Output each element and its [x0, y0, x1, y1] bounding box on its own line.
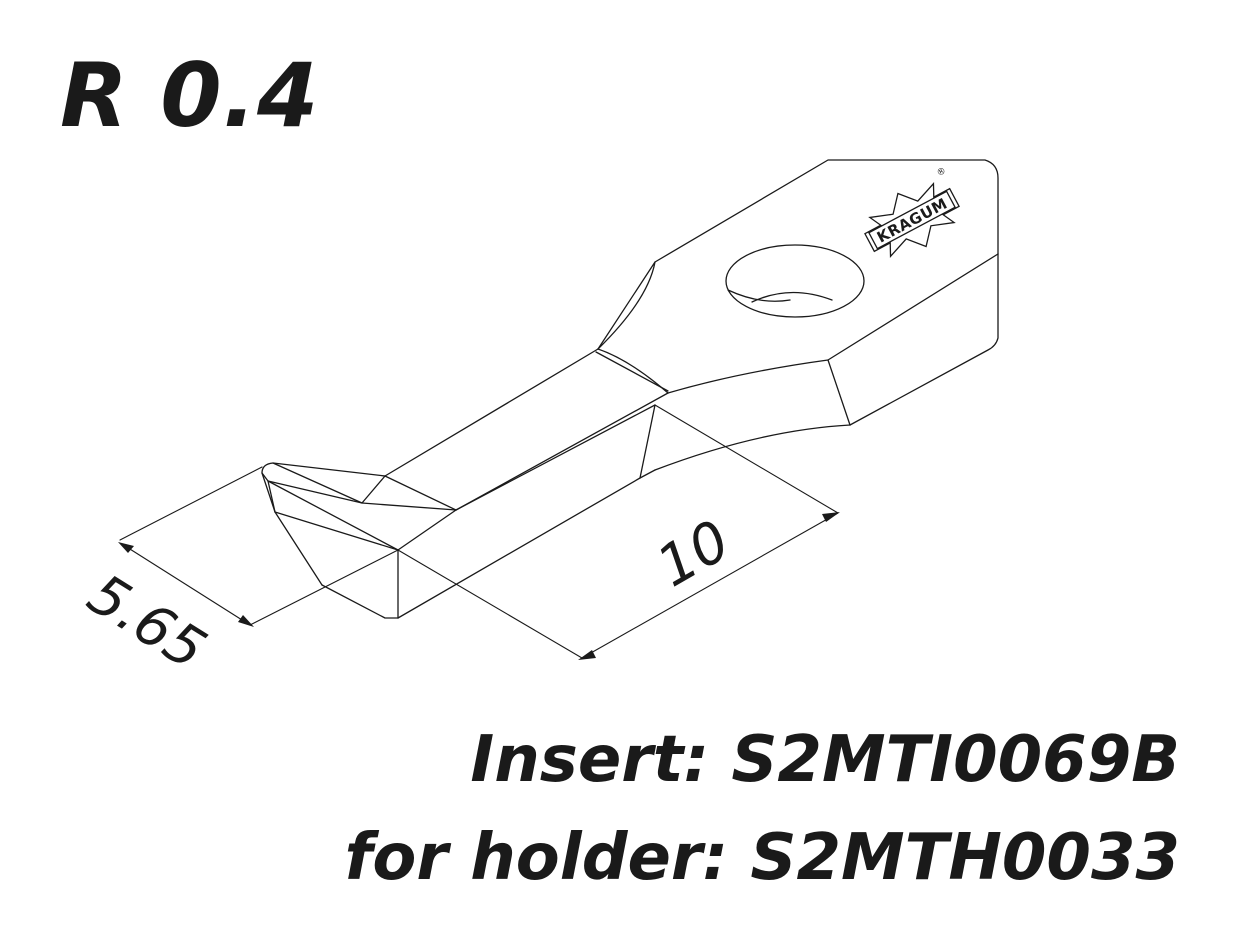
logo-star-shape [864, 182, 960, 258]
length-dimension-label: 10 [647, 508, 741, 600]
arrowhead [118, 542, 134, 553]
arrowhead [238, 615, 254, 627]
length-dimension: 10 [578, 508, 840, 660]
mounting-hole [725, 244, 865, 318]
arrowhead [822, 512, 840, 522]
width-dimension: 5.65 [77, 542, 254, 683]
logo-banner [868, 190, 956, 250]
holder-code-caption: for holder: S2MTH0033 [344, 821, 1180, 895]
insert-body-outline [261, 159, 999, 619]
dimension-lines [119, 404, 839, 659]
arrowhead [578, 650, 596, 660]
logo-registered-mark: ® [935, 166, 948, 179]
radius-label: R 0.4 [60, 44, 320, 147]
logo-text: KRAGUM [874, 194, 951, 246]
kragum-logo: KRAGUM ® [864, 166, 960, 258]
insert-code-caption: Insert: S2MTI0069B [470, 723, 1180, 797]
width-dimension-label: 5.65 [77, 562, 217, 683]
